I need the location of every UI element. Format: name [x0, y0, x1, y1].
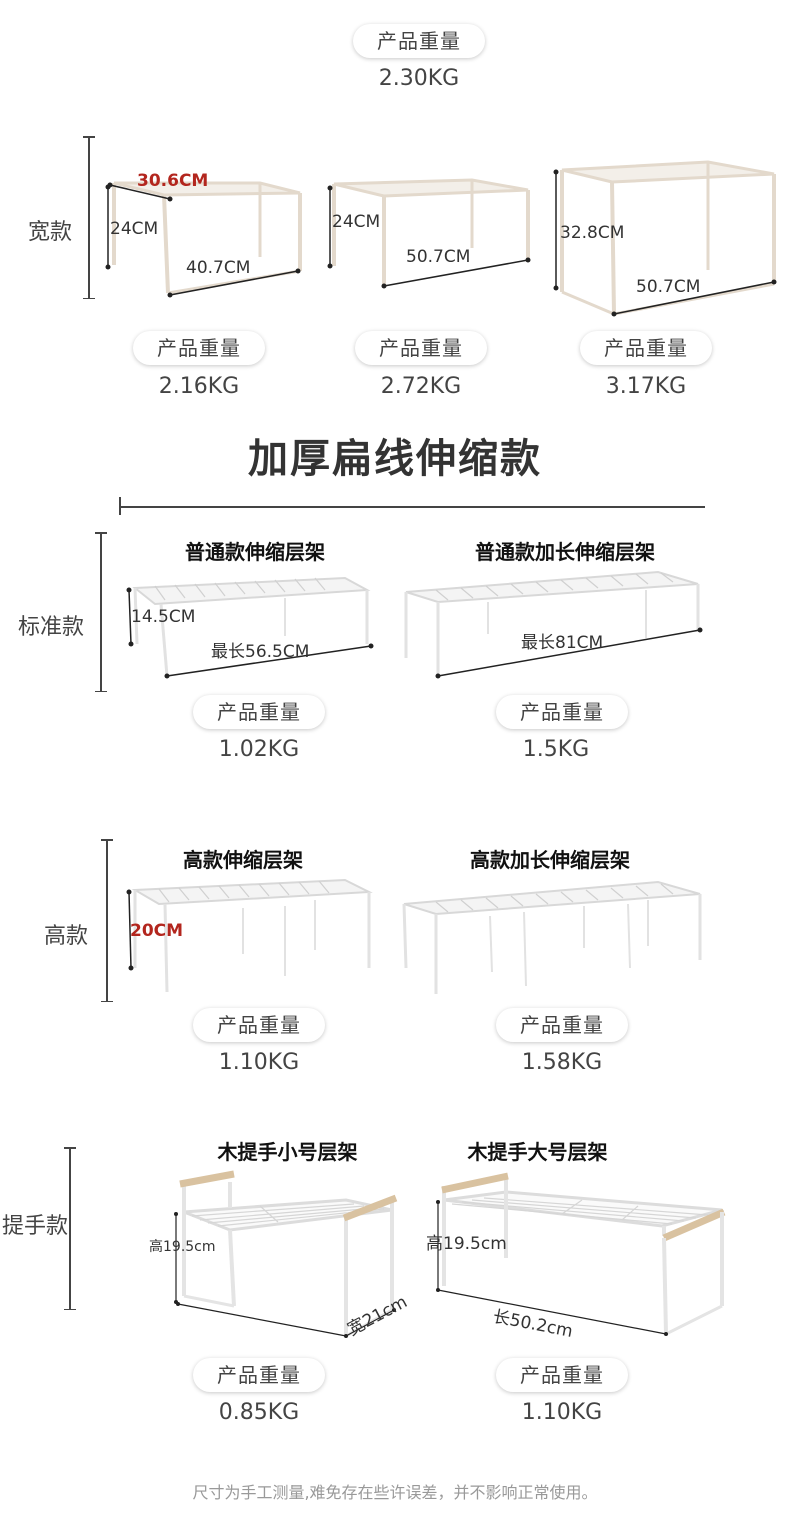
weight-label-pill: 产品重量: [193, 1008, 325, 1042]
weight-value: 0.85KG: [218, 1400, 300, 1425]
row-label-tall: 高款: [44, 924, 89, 949]
shelf-illustration-standard-1: [126, 576, 374, 679]
weight-value: 1.5KG: [522, 737, 590, 762]
weight-label-pill: 产品重量: [193, 1358, 325, 1392]
dim-height: 24CM: [110, 219, 159, 239]
row-label-handle: 提手款: [2, 1214, 69, 1239]
weight-label-pill: 产品重量: [353, 24, 485, 58]
dim-length: 40.7CM: [186, 258, 251, 278]
product-title: 木提手小号层架: [217, 1140, 358, 1164]
weight-value: 3.17KG: [605, 374, 687, 399]
shelf-illustration-standard-2: [404, 570, 703, 679]
dim-length: 最长81CM: [521, 633, 604, 653]
weight-value: 2.72KG: [380, 374, 462, 399]
dim-length: 50.7CM: [406, 247, 471, 267]
product-title: 普通款伸缩层架: [185, 540, 325, 564]
dim-height: 高19.5cm: [426, 1234, 507, 1254]
footer-note: 尺寸为手工测量,难免存在些许误差，并不影响正常使用。: [192, 1483, 598, 1502]
weight-value: 1.02KG: [218, 737, 300, 762]
shelf-illustration-wide-1: [105, 181, 302, 298]
weight-label-pill: 产品重量: [496, 1358, 628, 1392]
weight-label-pill: 产品重量: [133, 331, 265, 365]
dim-length: 最长56.5CM: [211, 642, 310, 662]
dim-length: 50.7CM: [636, 277, 701, 297]
shelf-illustration-tall-2: [402, 880, 702, 994]
section-divider: [119, 506, 705, 508]
product-title: 普通款加长伸缩层架: [475, 540, 655, 564]
dim-height: 20CM: [130, 921, 184, 941]
product-title: 高款伸缩层架: [183, 848, 303, 872]
row-bracket: [83, 136, 95, 299]
shelf-illustration-handle-2: [436, 1172, 726, 1336]
section-title: 加厚扁线伸缩款: [248, 436, 542, 482]
dim-height: 32.8CM: [560, 223, 625, 243]
shelf-illustration-tall-1: [126, 878, 373, 993]
weight-value: 2.30KG: [378, 66, 460, 91]
dim-height: 14.5CM: [131, 607, 196, 627]
row-label-standard: 标准款: [18, 615, 85, 640]
weight-label-pill: 产品重量: [193, 695, 325, 729]
weight-label-pill: 产品重量: [355, 331, 487, 365]
weight-value: 2.16KG: [158, 374, 240, 399]
dim-height: 高19.5cm: [149, 1239, 216, 1255]
weight-value: 1.10KG: [218, 1050, 300, 1075]
row-bracket: [101, 839, 113, 1002]
weight-label-pill: 产品重量: [580, 331, 712, 365]
dim-depth: 30.6CM: [137, 171, 209, 191]
weight-value: 1.10KG: [521, 1400, 603, 1425]
weight-label-pill: 产品重量: [496, 1008, 628, 1042]
shelf-illustration-handle-1: [174, 1170, 398, 1338]
dim-height: 24CM: [332, 212, 381, 232]
shelf-illustration-wide-2: [327, 178, 531, 289]
row-bracket: [64, 1147, 76, 1310]
weight-label-pill: 产品重量: [496, 695, 628, 729]
product-title: 高款加长伸缩层架: [470, 848, 630, 872]
product-title: 木提手大号层架: [467, 1140, 608, 1164]
shelf-illustration-wide-3: [553, 160, 777, 317]
row-label-wide: 宽款: [28, 220, 73, 245]
row-bracket: [95, 532, 107, 692]
weight-value: 1.58KG: [521, 1050, 603, 1075]
